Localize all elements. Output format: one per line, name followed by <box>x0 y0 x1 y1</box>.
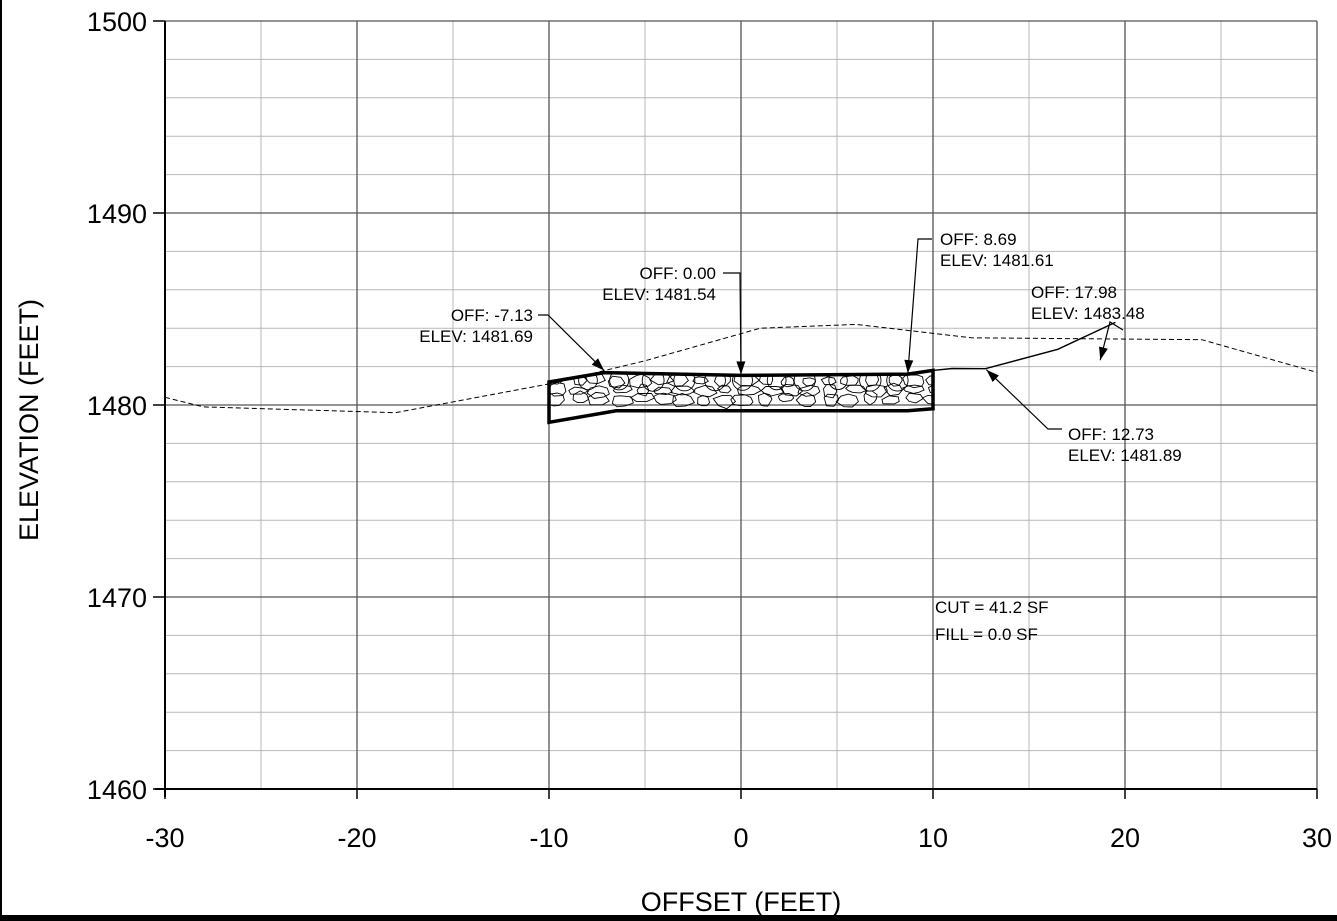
x-tick-label: 0 <box>733 823 748 853</box>
aggregate-stone <box>859 370 882 392</box>
aggregate-stone <box>670 385 696 396</box>
callout-label-off-17-98: OFF: 17.98 <box>1031 283 1117 302</box>
aggregate-stone <box>629 373 653 389</box>
aggregate-stone <box>586 385 610 399</box>
y-tick-label: 1470 <box>87 583 147 613</box>
y-tick-label: 1490 <box>87 199 147 229</box>
aggregate-stone <box>883 382 903 397</box>
callout-label-off-12-73: ELEV: 1481.89 <box>1068 446 1182 465</box>
aggregate-stone <box>779 383 804 397</box>
aggregate-stone <box>629 392 656 402</box>
aggregate-stone <box>611 395 634 408</box>
aggregate-stone <box>823 393 839 407</box>
aggregate-stone <box>673 370 696 392</box>
callout-label-off-8-69: OFF: 8.69 <box>940 230 1017 249</box>
aggregate-stone <box>712 394 737 410</box>
aggregate-stone <box>636 383 650 397</box>
aggregate-stone <box>901 384 925 394</box>
x-tick-label: 10 <box>918 823 948 853</box>
quantities-note: CUT = 41.2 SF FILL = 0.0 SF <box>935 598 1049 644</box>
x-axis-title: OFFSET (FEET) <box>641 887 842 917</box>
plot-border <box>153 20 1318 799</box>
aggregate-stone <box>587 391 610 406</box>
callout-leader <box>723 272 742 375</box>
aggregate-stone <box>653 386 673 396</box>
aggregate-stone <box>863 390 878 406</box>
aggregate-stone <box>692 385 718 398</box>
x-tick-label: -30 <box>145 823 184 853</box>
callout-leader <box>907 238 932 374</box>
aggregate-stone <box>881 395 900 405</box>
x-tick-label: -20 <box>337 823 376 853</box>
aggregate-stone <box>777 393 795 403</box>
y-axis-title: ELEVATION (FEET) <box>14 299 44 541</box>
aggregate-stone <box>760 386 785 397</box>
aggregate-stone <box>905 392 924 404</box>
series-layer <box>164 321 1318 414</box>
aggregate-stone <box>823 384 838 399</box>
tick-labels: -30 -20 -10 0 10 20 30 1460 1470 1480 1490 1500 <box>87 7 1332 853</box>
aggregate-stone <box>840 375 859 386</box>
callout-arrowhead <box>736 361 746 375</box>
proposed-grade-line <box>932 321 1116 372</box>
x-tick-label: -10 <box>529 823 568 853</box>
callout-leader <box>985 369 1062 430</box>
aggregate-stone <box>793 370 816 392</box>
section-outline <box>547 368 935 425</box>
aggregate-stone <box>641 370 665 392</box>
aggregate-stone <box>697 395 711 407</box>
callout-leader <box>1099 321 1124 361</box>
y-tick-label: 1480 <box>87 391 147 421</box>
callout-arrowhead <box>986 369 999 382</box>
aggregate-stone <box>820 376 837 386</box>
aggregate-stone <box>835 393 859 408</box>
cut-area-note: CUT = 41.2 SF <box>935 598 1049 617</box>
x-tick-label: 30 <box>1302 823 1332 853</box>
aggregate-stone <box>572 390 590 404</box>
aggregate-stone <box>730 394 754 407</box>
aggregate-stone <box>902 374 925 389</box>
existing-ground-line <box>164 323 1318 414</box>
x-tick-label: 20 <box>1110 823 1140 853</box>
aggregate-stone <box>921 394 933 405</box>
aggregate-stone <box>797 385 821 397</box>
aggregate-stone <box>795 391 817 407</box>
callout-arrowhead <box>591 358 605 371</box>
callout-label-off-17-98: ELEV: 1483.48 <box>1031 304 1145 323</box>
aggregate-stone <box>672 393 696 408</box>
aggregate-stone <box>927 384 933 395</box>
aggregate-stone <box>888 373 903 387</box>
callout-label-off-neg7-13: ELEV: 1481.69 <box>419 327 533 346</box>
callout-label-off-12-73: OFF: 12.73 <box>1068 425 1154 444</box>
callout-label-off-8-69: ELEV: 1481.61 <box>940 251 1054 270</box>
callout-leader <box>538 314 605 371</box>
y-tick-label: 1500 <box>87 7 147 37</box>
aggregate-stone <box>704 370 726 392</box>
aggregate-stone <box>549 392 565 407</box>
aggregate-stone <box>607 375 626 389</box>
aggregate-stone <box>568 386 590 395</box>
aggregate-stone <box>757 392 773 407</box>
callout-label-off-neg7-13: OFF: -7.13 <box>451 306 533 325</box>
aggregate-stone <box>732 370 753 391</box>
aggregate-stone <box>886 370 909 392</box>
y-tick-label: 1460 <box>87 775 147 805</box>
callout-arrowhead <box>1099 346 1108 361</box>
callout-arrowhead <box>904 359 914 374</box>
aggregate-stone <box>780 376 795 388</box>
aggregate-stone <box>802 377 817 387</box>
callout-label-off-0: OFF: 0.00 <box>639 264 716 283</box>
pavement-section <box>547 368 935 425</box>
aggregate-stone <box>652 392 677 405</box>
aggregate-stone <box>716 384 732 394</box>
aggregate-stone <box>925 375 933 386</box>
fill-area-note: FILL = 0.0 SF <box>935 625 1038 644</box>
aggregate-stone <box>845 384 867 394</box>
callout-label-off-0: ELEV: 1481.54 <box>602 285 716 304</box>
